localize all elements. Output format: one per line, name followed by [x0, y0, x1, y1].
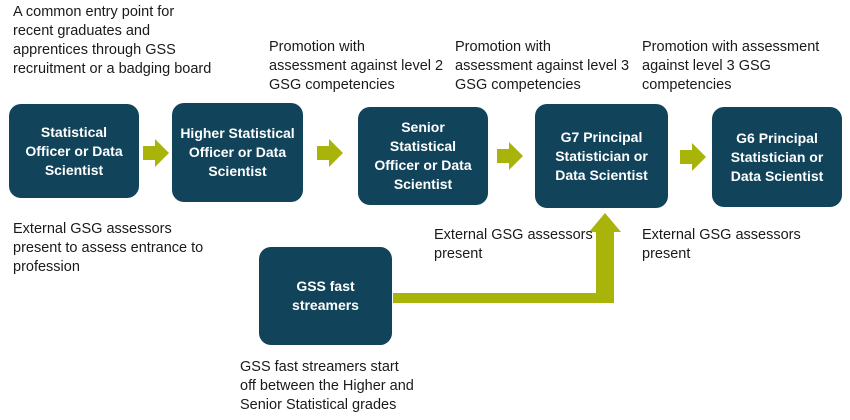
fast-stream-note: GSS fast streamers start off between the…	[240, 359, 414, 413]
statistical-officer-label: Statistical Officer or Data Scientist	[25, 123, 123, 178]
entry-note: A common entry point for recent graduate…	[13, 4, 212, 77]
assessors-entrance-note: External GSG assessors present to assess…	[13, 221, 204, 275]
higher-statistical-officer-box: Higher Statistical Officer or Data Scien…	[172, 103, 303, 202]
fast-stream-connector	[393, 213, 621, 303]
g7-principal-box: G7 Principal Statistician or Data Scient…	[535, 104, 668, 208]
assessors-g7-note: External GSG assessors present	[434, 227, 593, 262]
higher-statistical-officer-label: Higher Statistical Officer or Data Scien…	[180, 125, 295, 179]
fast-streamers-label: GSS fast streamers	[292, 278, 359, 313]
arrow-1	[143, 139, 169, 167]
arrow-4	[680, 143, 706, 171]
statistical-officer-box: Statistical Officer or Data Scientist	[9, 104, 139, 198]
promotion-note-2: Promotion with assessment against level …	[455, 39, 630, 93]
senior-statistical-officer-box: Senior Statistical Officer or Data Scien…	[358, 107, 488, 205]
g7-principal-label: G7 Principal Statistician or Data Scient…	[555, 128, 648, 183]
senior-statistical-officer-label: Senior Statistical Officer or Data Scien…	[374, 119, 472, 192]
g6-principal-box: G6 Principal Statistician or Data Scient…	[712, 107, 842, 207]
fast-streamers-box: GSS fast streamers	[259, 247, 392, 345]
assessors-g6-note: External GSG assessors present	[642, 227, 801, 262]
promotion-note-3: Promotion with assessment against level …	[642, 39, 820, 93]
arrow-3	[497, 142, 523, 170]
g6-principal-label: G6 Principal Statistician or Data Scient…	[730, 129, 824, 184]
arrow-2	[317, 139, 343, 167]
promotion-note-1: Promotion with assessment against level …	[269, 39, 444, 93]
